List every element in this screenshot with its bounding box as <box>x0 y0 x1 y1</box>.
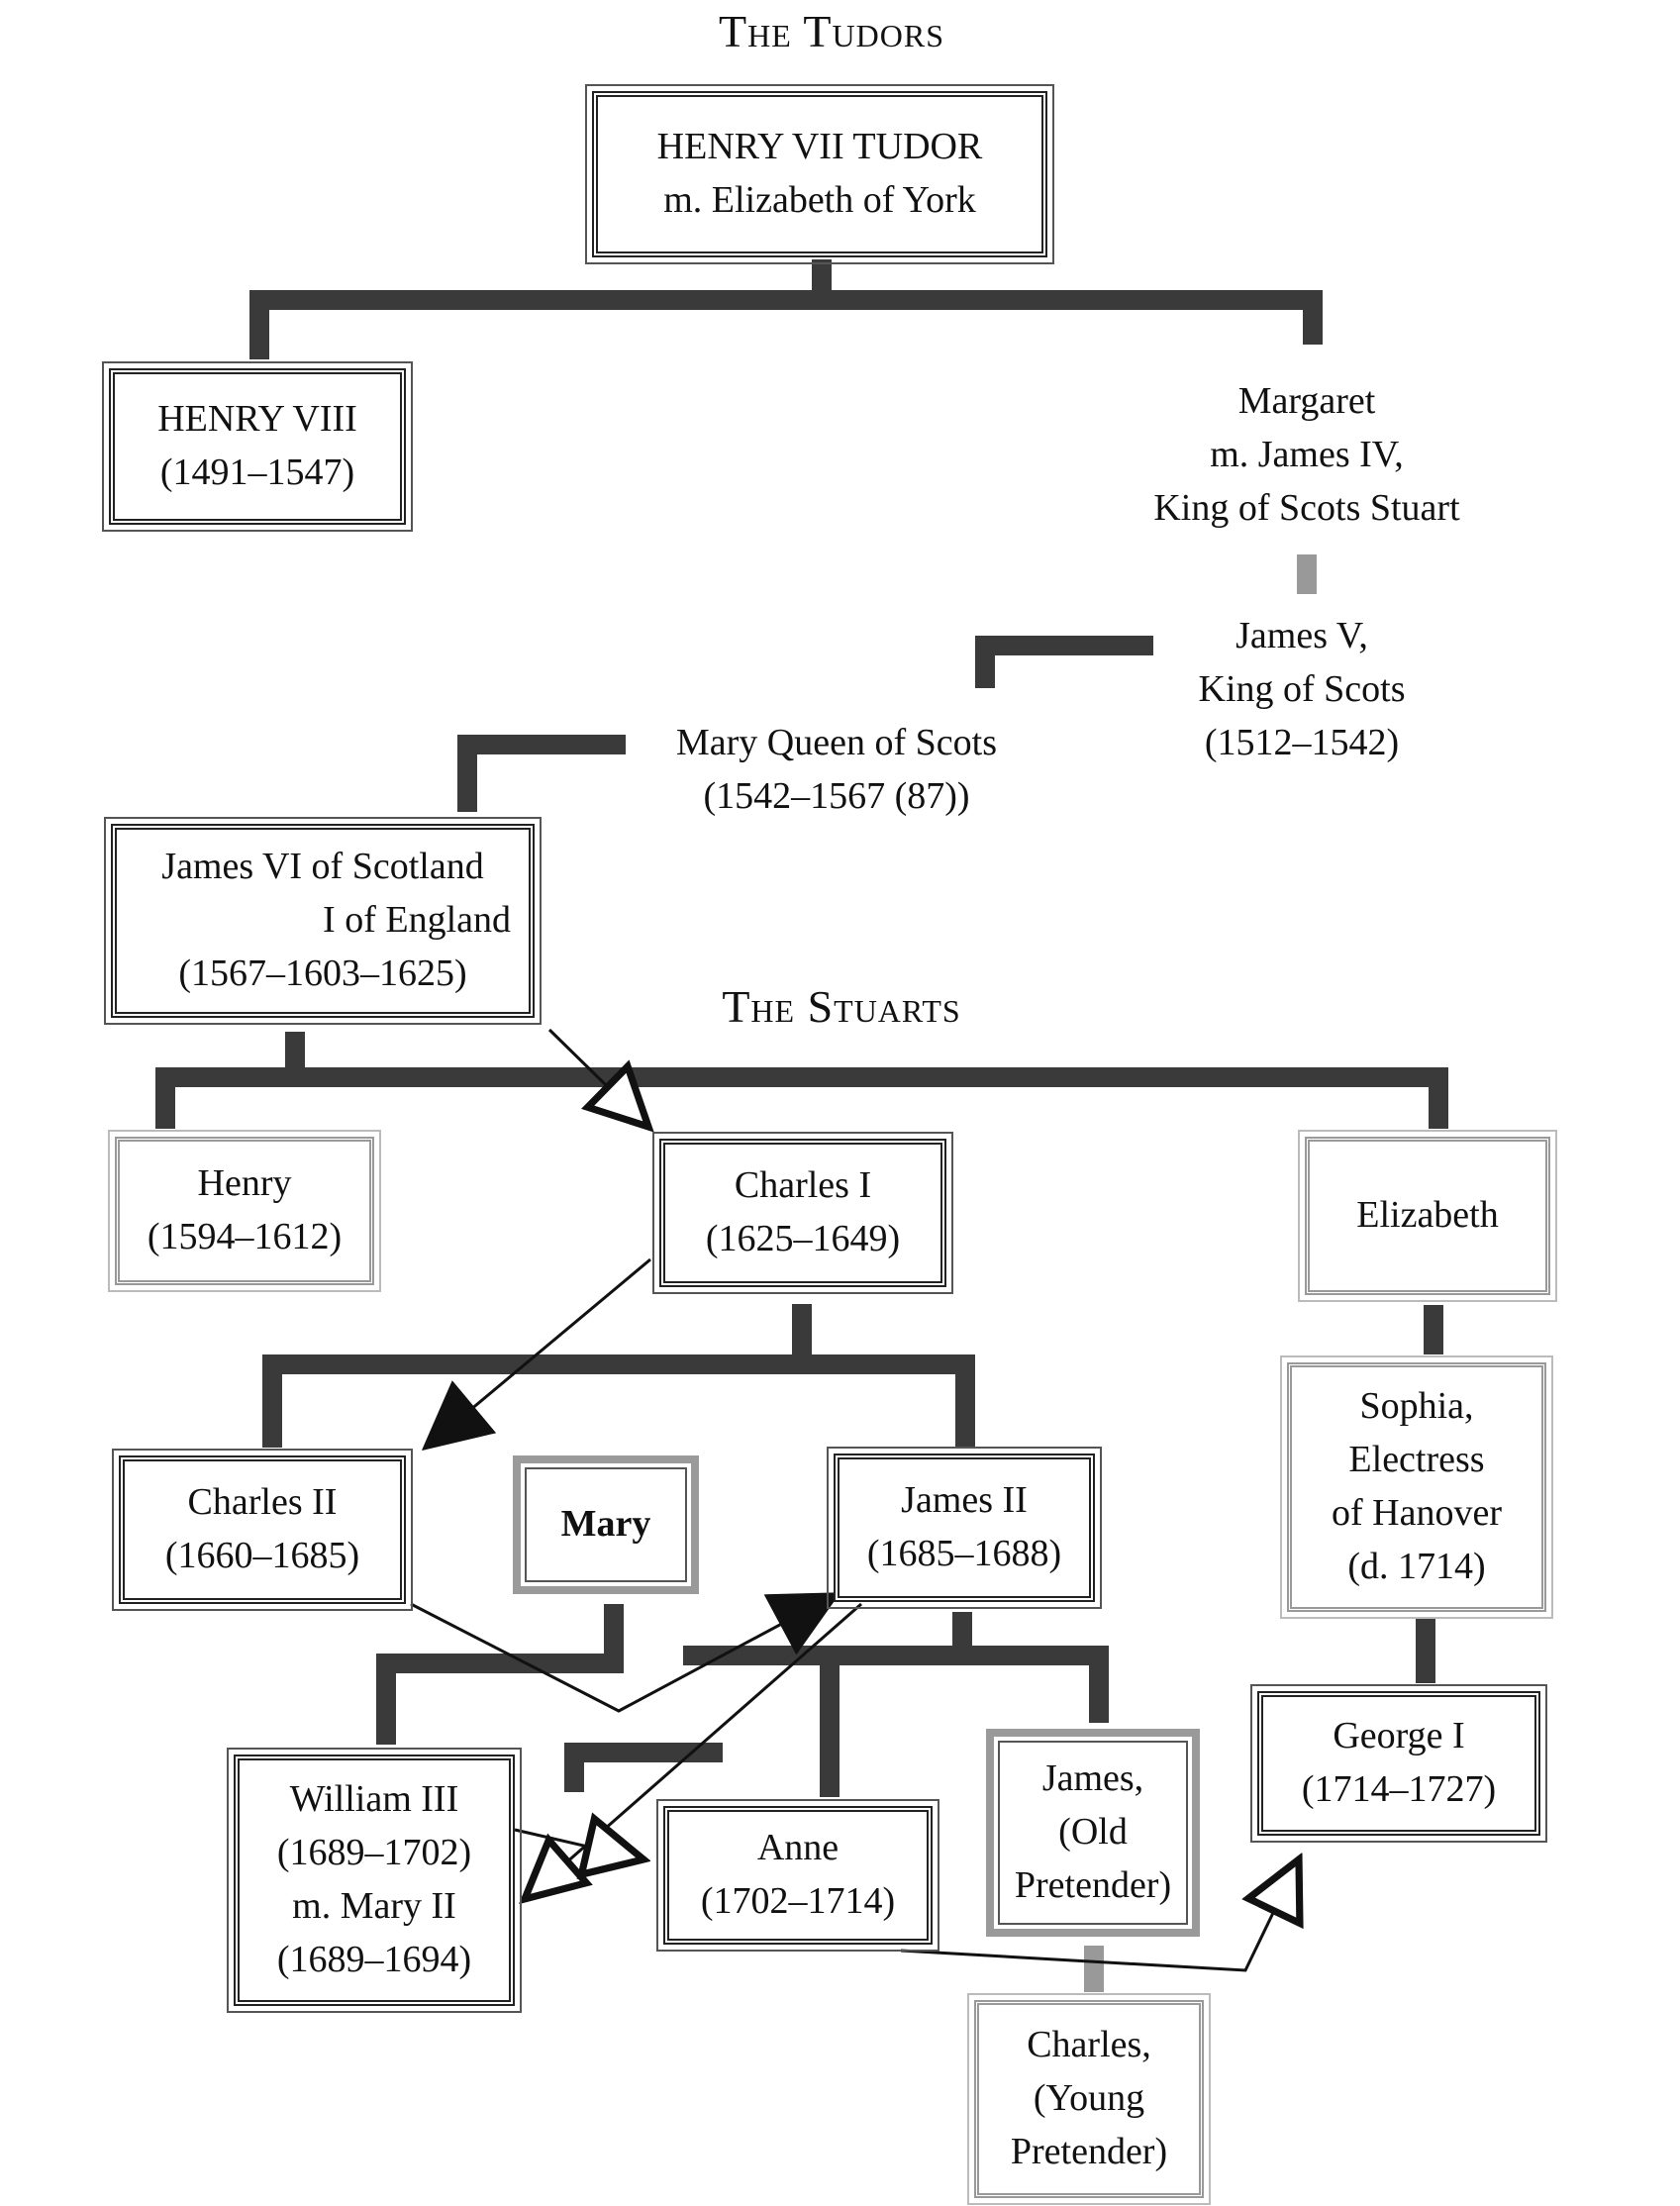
connector-mary-william <box>376 1604 624 1745</box>
node-line: (1491–1547) <box>159 451 355 493</box>
node-line: m. Mary II <box>292 1885 456 1927</box>
node-line: (Old <box>1058 1811 1128 1854</box>
node-line: (1594–1612) <box>147 1216 343 1257</box>
node-line: (1689–1694) <box>276 1938 472 1980</box>
connector-james-ii-left <box>564 1743 723 1792</box>
node-line: James, <box>1041 1757 1144 1800</box>
connector-james-ii-children <box>683 1612 1109 1797</box>
node-line: Mary <box>560 1503 651 1546</box>
node-james-ii: James II (1685–1688) <box>827 1447 1102 1609</box>
node-line: Anne <box>756 1827 840 1869</box>
node-henry-viii: HENRY VIII (1491–1547) <box>102 361 413 532</box>
node-line: (1685–1688) <box>866 1533 1062 1574</box>
node-line: Margaret <box>1237 380 1376 423</box>
node-line: Sophia, <box>1359 1385 1474 1428</box>
node-line: Charles I <box>734 1164 872 1207</box>
node-line: (1567–1603–1625) <box>178 952 467 994</box>
node-elizabeth: Elizabeth <box>1298 1130 1557 1302</box>
node-line: (Young <box>1033 2077 1145 2120</box>
connector-james-vi-children <box>155 1032 1448 1129</box>
node-line: (d. 1714) <box>1347 1545 1486 1587</box>
arrow-anne-george <box>900 1859 1299 1972</box>
node-young-pretender: Charles, (Young Pretender) <box>967 1993 1211 2205</box>
node-line: King of Scots <box>1198 668 1406 711</box>
node-line: Electress <box>1348 1439 1485 1481</box>
connector-charles-i-children <box>262 1304 975 1448</box>
node-line: m. James IV, <box>1210 434 1404 476</box>
node-line: James II <box>901 1479 1028 1522</box>
title-stuarts: The Stuarts <box>722 981 961 1032</box>
node-george-i: George I (1714–1727) <box>1250 1684 1547 1843</box>
node-old-pretender: James, (Old Pretender) <box>986 1729 1200 1937</box>
succession-arrows <box>410 1028 1299 1972</box>
node-mary-queen-of-scots: Mary Queen of Scots (1542–1567 (87)) <box>634 711 1039 830</box>
node-henry: Henry (1594–1612) <box>108 1130 381 1292</box>
arrow-charles-ii-james-ii <box>410 1596 834 1713</box>
node-line: Henry <box>197 1162 292 1205</box>
node-line: King of Scots Stuart <box>1153 486 1460 529</box>
node-line: William III <box>289 1778 459 1821</box>
connector-mary-james-vi <box>457 735 626 812</box>
node-line: (1714–1727) <box>1301 1768 1497 1810</box>
node-line: (1702–1714) <box>700 1880 896 1922</box>
node-line: (1689–1702) <box>276 1832 472 1874</box>
node-line: I of England <box>323 899 511 942</box>
node-line: George I <box>1333 1715 1465 1757</box>
node-charles-ii: Charles II (1660–1685) <box>112 1449 413 1611</box>
node-line: (1660–1685) <box>164 1535 360 1576</box>
node-charles-i: Charles I (1625–1649) <box>652 1132 953 1294</box>
node-line: Elizabeth <box>1356 1194 1499 1237</box>
node-line: HENRY VII TUDOR <box>656 126 983 168</box>
node-line: Charles II <box>187 1481 338 1524</box>
title-tudors: The Tudors <box>719 6 944 56</box>
node-line: Pretender) <box>1014 1863 1172 1906</box>
arrow-william-anne <box>514 1830 643 1859</box>
node-anne: Anne (1702–1714) <box>656 1799 939 1952</box>
node-sophia: Sophia, Electress of Hanover (d. 1714) <box>1280 1355 1553 1619</box>
node-line: James VI of Scotland <box>161 846 484 888</box>
connector-james-v-mary <box>975 636 1153 688</box>
node-line: Mary Queen of Scots <box>676 722 997 764</box>
tree-connectors <box>155 259 1448 1992</box>
node-line: James V, <box>1235 615 1368 657</box>
arrow-james-vi-charles-i <box>547 1028 648 1127</box>
node-james-vi: James VI of Scotland I of England (1567–… <box>104 817 542 1025</box>
node-line: (1625–1649) <box>705 1218 901 1259</box>
arrow-charles-i-charles-ii <box>428 1257 651 1446</box>
node-james-v: James V, King of Scots (1512–1542) <box>1158 606 1445 774</box>
node-line: Pretender) <box>1010 2130 1168 2172</box>
node-line: (1512–1542) <box>1204 721 1400 763</box>
node-line: of Hanover <box>1332 1492 1502 1534</box>
node-line: Charles, <box>1027 2024 1151 2066</box>
node-mary: Mary <box>513 1455 699 1594</box>
node-line: HENRY VIII <box>157 398 357 441</box>
connector-henry-vii-children <box>249 259 1323 359</box>
node-line: m. Elizabeth of York <box>663 179 976 221</box>
node-margaret: Margaret m. James IV, King of Scots Stua… <box>1099 361 1515 550</box>
node-line: (1542–1567 (87)) <box>703 775 970 817</box>
node-william-iii: William III (1689–1702) m. Mary II (1689… <box>227 1748 522 2013</box>
node-henry-vii: HENRY VII TUDOR m. Elizabeth of York <box>585 84 1054 264</box>
